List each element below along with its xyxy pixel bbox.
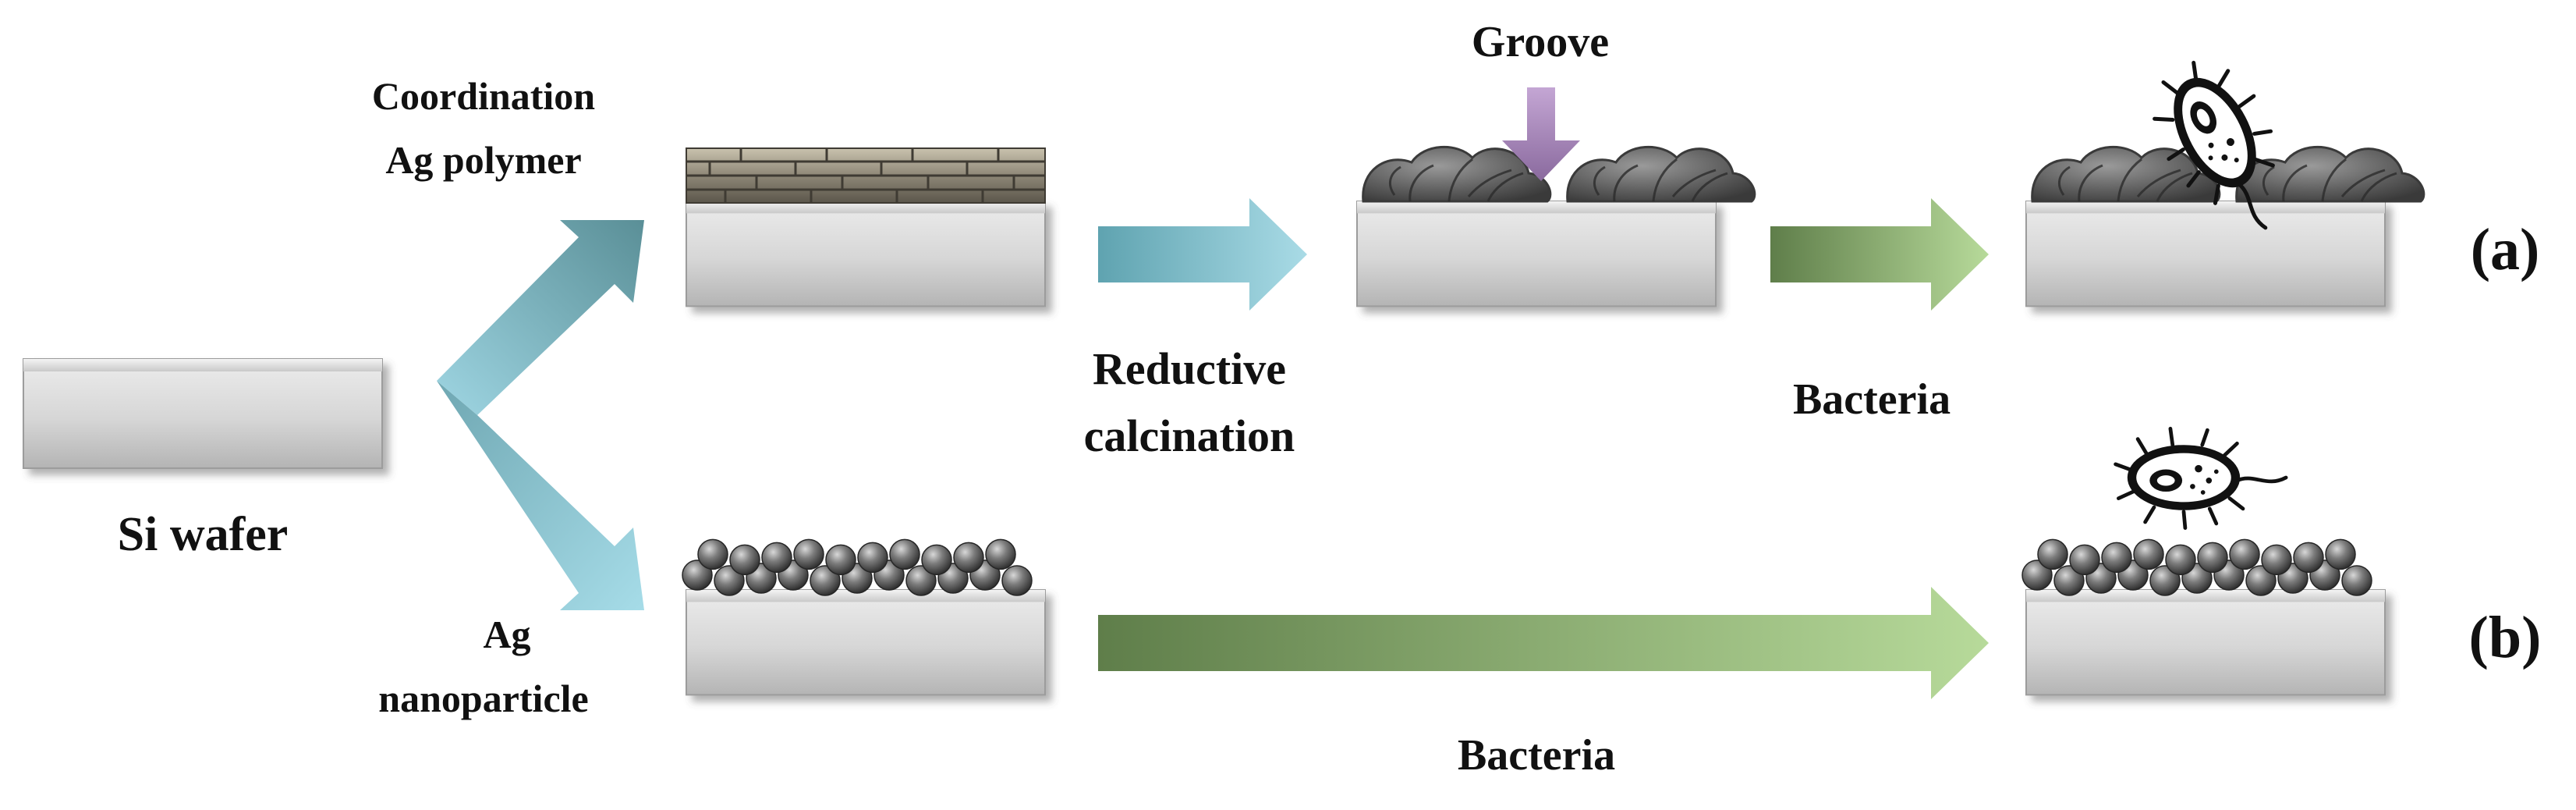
panel-label-a: (a): [2471, 217, 2540, 282]
nanoparticle: [953, 542, 984, 574]
reductive-label-line2: calcination: [1084, 410, 1295, 461]
nanoparticle: [2069, 544, 2100, 576]
nanoparticle: [2293, 542, 2324, 574]
nanoparticle: [2197, 542, 2228, 574]
groove-label: Groove: [1472, 18, 1609, 66]
reductive-label-line1: Reductive: [1093, 343, 1286, 394]
nanoparticle: [2037, 538, 2068, 570]
bacteria-label-top: Bacteria: [1793, 375, 1951, 424]
coordination-label-line1: Coordination: [372, 74, 595, 118]
si-wafer-block: [23, 358, 383, 469]
nanoparticle: [2325, 538, 2356, 570]
coordination-label-line2: Ag polymer: [385, 138, 581, 182]
ag-label-line2: nanoparticle: [378, 677, 588, 720]
nanoparticle: [2341, 565, 2372, 596]
nanoparticle: [682, 560, 713, 591]
si-wafer-label: Si wafer: [118, 508, 289, 561]
nanoparticle: [2165, 544, 2196, 576]
nanoparticle-layer-b: [2021, 538, 2372, 596]
nanoparticle: [714, 565, 745, 596]
ag-clump-right-a: [2235, 145, 2425, 203]
bacteria-arrow-top: [1770, 198, 1989, 311]
nanoparticle: [905, 565, 937, 596]
bacteria-arrow-bottom: [1098, 587, 1989, 699]
branch-arrow-up: [437, 220, 644, 415]
ag-label-line1: Ag: [483, 613, 530, 656]
nanoparticle: [2149, 565, 2181, 596]
nanoparticle: [810, 565, 841, 596]
nanoparticle: [889, 538, 920, 570]
calcined-wafer: [1356, 145, 1756, 307]
nanoparticle: [2101, 542, 2132, 574]
ag-clump-right: [1566, 145, 1756, 203]
nanoparticle: [2053, 565, 2085, 596]
nanoparticle: [2229, 538, 2260, 570]
polymer-wafer: [686, 147, 1046, 307]
nanoparticle: [2021, 560, 2053, 591]
nanoparticle: [1001, 565, 1033, 596]
nanoparticle: [793, 538, 824, 570]
nanoparticle: [921, 544, 952, 576]
nanoparticle: [2245, 565, 2277, 596]
panel-label-b: (b): [2469, 605, 2542, 670]
bacterium-on-particles: [2116, 428, 2287, 528]
nanoparticle: [2133, 538, 2164, 570]
nanoparticle: [729, 544, 760, 576]
polymer-layer: [686, 147, 1046, 204]
nanoparticle: [697, 538, 728, 570]
reductive-calcination-arrow: [1098, 198, 1307, 311]
nanoparticle: [985, 538, 1016, 570]
bacteria-label-bottom: Bacteria: [1458, 731, 1615, 780]
result-wafer-a: [2025, 45, 2425, 307]
nanoparticle: [825, 544, 856, 576]
nanoparticle-layer: [682, 538, 1033, 596]
nanoparticle: [761, 542, 792, 574]
nanoparticle: [2261, 544, 2292, 576]
result-wafer-b: [2021, 428, 2386, 696]
nanoparticle: [857, 542, 888, 574]
groove-arrow: [1502, 87, 1580, 181]
nanoparticle-wafer: [682, 538, 1046, 696]
branch-arrow-down: [437, 381, 644, 610]
